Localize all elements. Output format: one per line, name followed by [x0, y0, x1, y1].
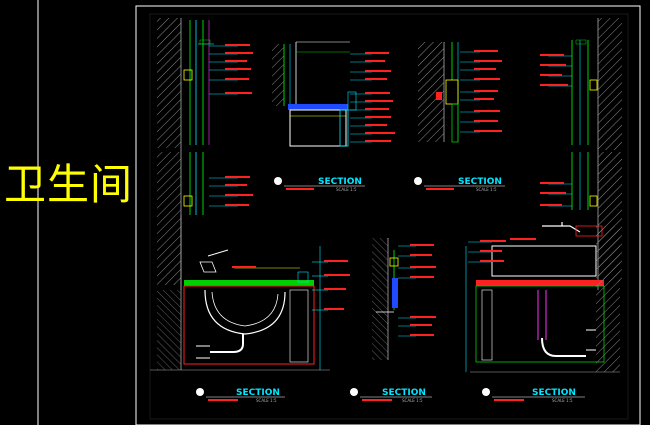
inner-frame — [149, 13, 629, 420]
section-label-1: SECTION — [318, 177, 362, 187]
detail-top-right-center — [418, 42, 502, 143]
section-marker-1 — [274, 177, 365, 187]
detail-top-center — [272, 41, 395, 147]
section-scale-1: SCALE 1:5 — [336, 187, 357, 192]
section-label-5: SECTION — [532, 388, 576, 398]
section-scale-5: SCALE 1:5 — [552, 398, 573, 403]
detail-basin-left — [150, 215, 350, 371]
section-label-2: SECTION — [458, 177, 502, 187]
section-marker-2 — [414, 177, 505, 187]
section-marker-3 — [196, 388, 285, 398]
drawing-frame — [135, 5, 641, 425]
section-label-3: SECTION — [236, 388, 280, 398]
section-scale-4: SCALE 1:5 — [402, 398, 423, 403]
drawing-title: 卫生间 — [4, 160, 134, 209]
detail-bottom-center — [372, 238, 436, 360]
section-scale-3: SCALE 1:5 — [256, 398, 277, 403]
section-marker-5 — [482, 388, 585, 398]
detail-top-left — [157, 18, 253, 290]
section-label-4: SECTION — [382, 388, 426, 398]
detail-basin-right — [465, 222, 620, 373]
section-scale-2: SCALE 1:5 — [476, 187, 497, 192]
section-marker-4 — [350, 388, 432, 398]
